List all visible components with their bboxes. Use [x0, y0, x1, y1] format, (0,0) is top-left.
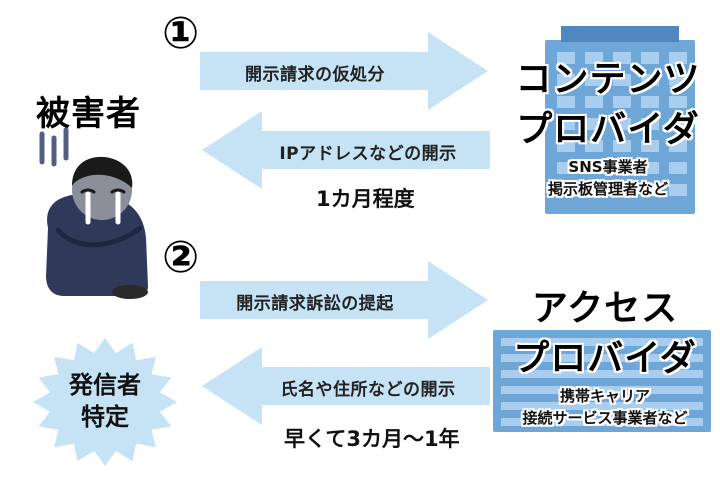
access-provider-title-line2: プロバイダ: [513, 338, 697, 379]
identified-badge-line2: 特定: [81, 403, 129, 431]
arrow-shape: [202, 111, 490, 189]
gloom-lines-icon: [39, 127, 69, 167]
arrow-step1-request: [200, 32, 488, 110]
access-building-icon: [493, 330, 711, 432]
arrow-shape: [200, 261, 488, 339]
step1-request-label: 開示請求の仮処分: [245, 65, 385, 85]
sad-eyes: [80, 188, 126, 194]
arrow-shape: [202, 347, 490, 425]
victim-label: 被害者: [36, 94, 141, 134]
person-shoe: [112, 285, 148, 299]
sad-person-illustration: [39, 127, 148, 299]
access-provider-sub-line1: 携帯キャリア: [559, 387, 650, 405]
office-building-icon: [545, 26, 695, 214]
step1-response-label: IPアドレスなどの開示: [279, 144, 457, 164]
arrow-step2-request: [200, 261, 488, 339]
building-windows: [501, 338, 703, 426]
building-windows: [557, 52, 687, 196]
step-1-number: ①: [162, 8, 200, 59]
tears-icon: [85, 191, 121, 225]
building-roof: [561, 26, 679, 42]
starburst-badge-icon: [33, 338, 177, 466]
person-hair: [72, 156, 133, 188]
arrow-step2-response: [202, 347, 490, 425]
arrow-shape: [200, 32, 488, 110]
access-provider-title-line1: アクセス: [531, 288, 679, 329]
step2-response-label: 氏名や住所などの開示: [280, 380, 456, 400]
step1-duration: 1カ月程度: [316, 187, 415, 211]
person-arms: [55, 225, 143, 248]
step2-request-label: 開示請求訴訟の提起: [236, 294, 394, 314]
content-provider-sub-line1: SNS事業者: [568, 158, 648, 176]
identified-badge-line1: 発信者: [69, 371, 141, 399]
content-provider-title-line1: コンテンツ: [515, 59, 701, 100]
arrow-step1-response: [202, 111, 490, 189]
content-provider-sub-line2: 掲示板管理者など: [547, 180, 668, 198]
step2-duration: 早くて3カ月〜1年: [284, 427, 460, 451]
badge-burst: [33, 338, 177, 466]
access-provider-sub-line2: 接続サービス事業者など: [522, 409, 688, 427]
content-provider-title-line2: プロバイダ: [516, 109, 700, 150]
step-2-number: ②: [162, 232, 200, 283]
